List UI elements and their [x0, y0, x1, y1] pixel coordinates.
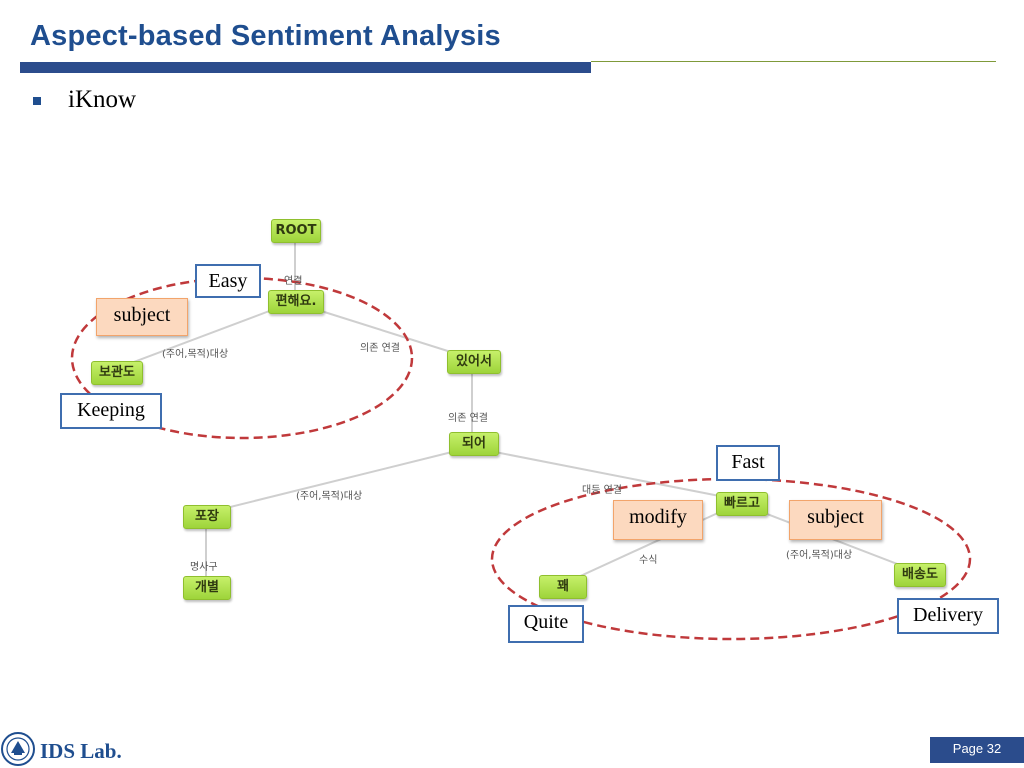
edge-label-subject-object-2: (주어,목적)대상 — [296, 491, 363, 502]
node-quite: 꽤 — [539, 575, 587, 599]
university-seal-icon — [1, 732, 35, 766]
edge-easy-exist — [317, 309, 471, 359]
edge-fast-delivery — [761, 511, 919, 573]
annotation-delivery: Delivery — [897, 598, 999, 634]
edge-easy-keeping — [117, 309, 273, 369]
node-easy: 편해요. — [268, 290, 324, 314]
bullet-text: iKnow — [68, 86, 137, 113]
node-keeping: 보관도 — [91, 361, 143, 385]
node-become: 되어 — [449, 432, 499, 456]
node-package: 포장 — [183, 505, 231, 529]
annotation-subject-right: subject — [789, 500, 882, 540]
title-underline-bar — [20, 62, 591, 73]
annotation-easy: Easy — [195, 264, 261, 298]
edge-become-package — [209, 451, 453, 513]
annotation-subject-left: subject — [96, 298, 188, 336]
annotation-modify: modify — [613, 500, 703, 540]
annotation-fast: Fast — [716, 445, 780, 481]
edge-label-modifier: 수식 — [639, 555, 658, 566]
edge-label-meaning-link-1: 의존 연결 — [360, 343, 400, 354]
node-individual: 개별 — [183, 576, 231, 600]
title-underline-line — [591, 61, 996, 62]
annotation-keeping: Keeping — [60, 393, 162, 429]
annotation-quite: Quite — [508, 605, 584, 643]
lab-name: IDS Lab. — [40, 739, 122, 763]
page-number: Page 32 — [930, 737, 1024, 763]
slide-title: Aspect-based Sentiment Analysis — [30, 20, 501, 52]
node-root: ROOT — [271, 219, 321, 243]
edge-label-meaning-link-2: 의존 연결 — [448, 413, 488, 424]
node-exist: 있어서 — [447, 350, 501, 374]
edge-label-parallel: 대등 연결 — [582, 485, 622, 496]
edge-label-subject-object-1: (주어,목적)대상 — [162, 349, 229, 360]
edge-label-subject-object-3: (주어,목적)대상 — [786, 550, 853, 561]
edge-label-root: 연결 — [284, 276, 303, 287]
node-delivery: 배송도 — [894, 563, 946, 587]
edge-label-adverb: 명사구 — [190, 562, 218, 573]
node-fast: 빠르고 — [716, 492, 768, 516]
edge-become-fast — [494, 451, 741, 501]
bullet-square-icon — [33, 97, 41, 105]
